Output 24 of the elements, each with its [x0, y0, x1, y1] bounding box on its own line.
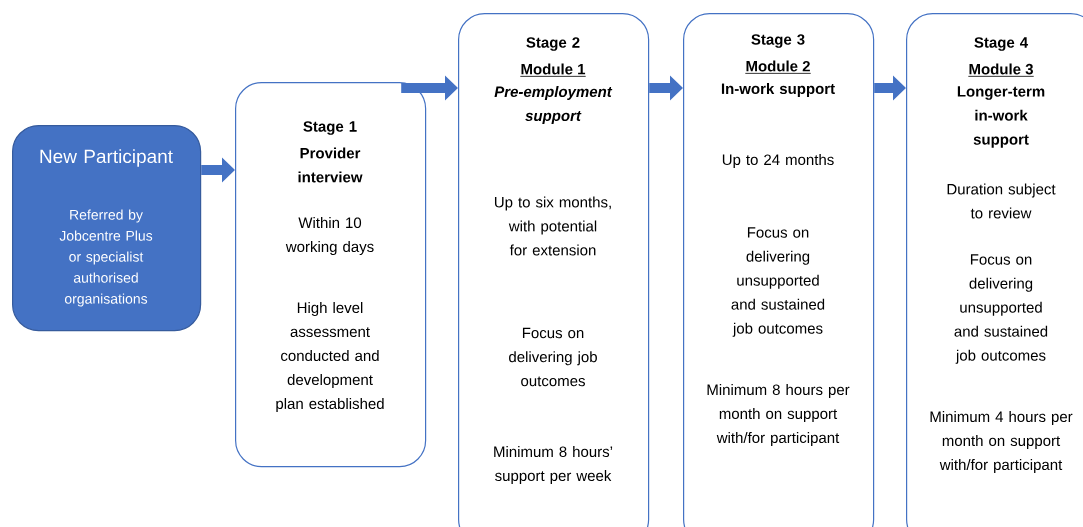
stage-heading: Longer-term in-work support: [957, 86, 1045, 148]
stage-heading: Stage 2: [526, 37, 580, 51]
body-text: Focus on delivering unsupported and sustained job outcomes: [731, 227, 825, 337]
body-text: Focus on delivering unsupported and sustained job outcomes: [954, 254, 1048, 364]
body-text: Minimum 8 hours’ support per week: [494, 446, 613, 484]
body-text: Minimum 8 hours per month on support with/for participant: [707, 384, 850, 446]
stage-heading: In-work support: [721, 83, 835, 97]
module-heading: Module 1: [519, 63, 587, 77]
body-text: Within 10 working days: [285, 217, 374, 255]
stage-heading: Stage 1: [303, 121, 357, 135]
stage-heading: Pre-employment support: [494, 86, 613, 124]
stage-heading: Provider interview: [298, 147, 363, 183]
body-text: Duration subject to review: [947, 183, 1056, 219]
body-text: High level assessment conducted and development plan established: [276, 302, 384, 412]
stage-heading: Stage 3: [751, 34, 805, 48]
stage-heading: Stage 4: [974, 37, 1029, 51]
body-text: Up to 24 months: [722, 154, 834, 168]
module-heading: Module 2: [744, 60, 812, 74]
participant-title: New Participant: [40, 149, 173, 167]
module-heading: Module 3: [967, 63, 1035, 77]
body-text: Focus on delivering job outcomes: [509, 327, 597, 387]
body-text: Minimum 4 hours per month on support with/for participant: [930, 411, 1073, 473]
body-text: Up to six months, with potential for extension: [495, 196, 611, 256]
referral-text: Referred by Jobcentre Plus or specialist authorised organisations: [59, 209, 153, 307]
